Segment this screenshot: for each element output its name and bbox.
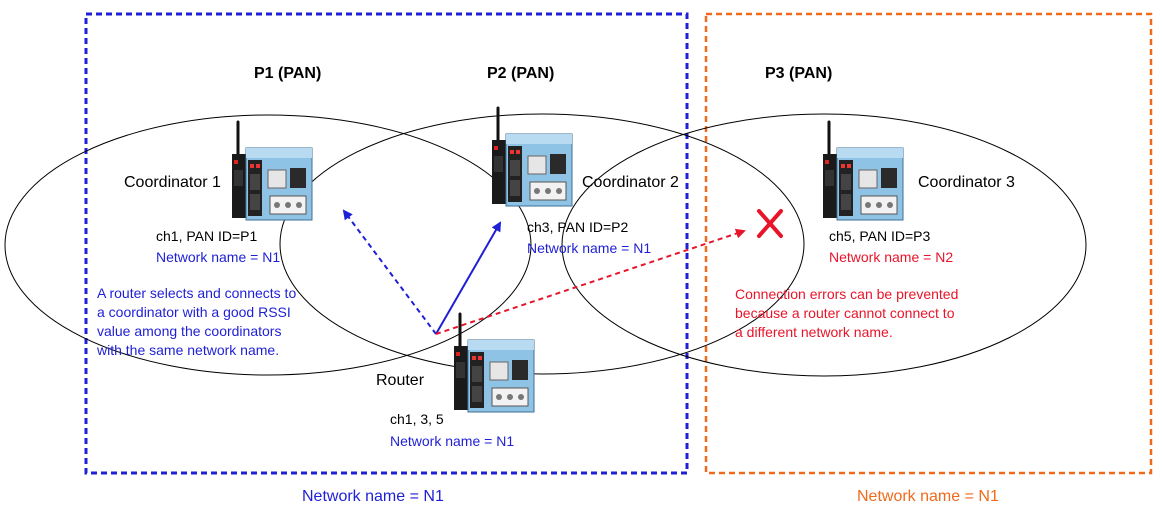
router-channel: ch1, 3, 5 [390, 411, 444, 427]
errors-prevented-line: Connection errors can be prevented [735, 286, 959, 302]
router-selects-note: A router selects and connects to a coord… [97, 284, 296, 360]
coordinator-1-name: Coordinator 1 [124, 174, 221, 191]
coordinator-1-channel: ch1, PAN ID=P1 [156, 228, 258, 244]
errors-prevented-line: a different network name. [735, 324, 893, 340]
left-network-caption: Network name = N1 [302, 488, 444, 505]
left-network-box [84, 12, 689, 475]
errors-prevented-line: because a router cannot connect to [735, 305, 955, 321]
right-network-caption: Network name = N1 [857, 488, 999, 505]
router-selects-line: A router selects and connects to [97, 285, 297, 301]
coordinator-3-device-icon [823, 120, 904, 221]
coordinator-1-network: Network name = N1 [156, 249, 281, 265]
coordinator-3-name: Coordinator 3 [918, 174, 1015, 191]
pan-p1-title: P1 (PAN) [254, 65, 322, 82]
arrow-to-coordinator-1 [342, 209, 437, 335]
coordinator-2-device-icon [492, 106, 573, 207]
router-selects-line: a coordinator with a good RSSI [97, 304, 291, 320]
pan-p1-ellipse [4, 114, 532, 376]
errors-prevented-note: Connection errors can be prevented becau… [735, 285, 958, 342]
coordinator-1-device-icon [232, 120, 313, 221]
right-network-box [704, 12, 1153, 475]
pan-p3-title: P3 (PAN) [765, 65, 833, 82]
coordinator-2-channel: ch3, PAN ID=P2 [527, 219, 629, 235]
pan-p2-title: P2 (PAN) [487, 65, 555, 82]
red-x-icon [757, 209, 783, 238]
router-device-icon [454, 312, 535, 413]
pan-p2-ellipse [279, 113, 805, 375]
coordinator-2-name: Coordinator 2 [582, 174, 679, 191]
arrow-to-coordinator-3 [435, 228, 746, 335]
pan-p3-ellipse [561, 113, 1087, 377]
router-name: Router [376, 372, 425, 389]
coordinator-3-network: Network name = N2 [829, 249, 954, 265]
arrow-to-coordinator-2 [435, 221, 501, 335]
coordinator-3-channel: ch5, PAN ID=P3 [829, 228, 931, 244]
router-selects-line: with the same network name. [97, 342, 280, 358]
router-selects-line: value among the coordinators [97, 323, 282, 339]
router-network: Network name = N1 [390, 433, 515, 449]
coordinator-2-network: Network name = N1 [527, 240, 652, 256]
